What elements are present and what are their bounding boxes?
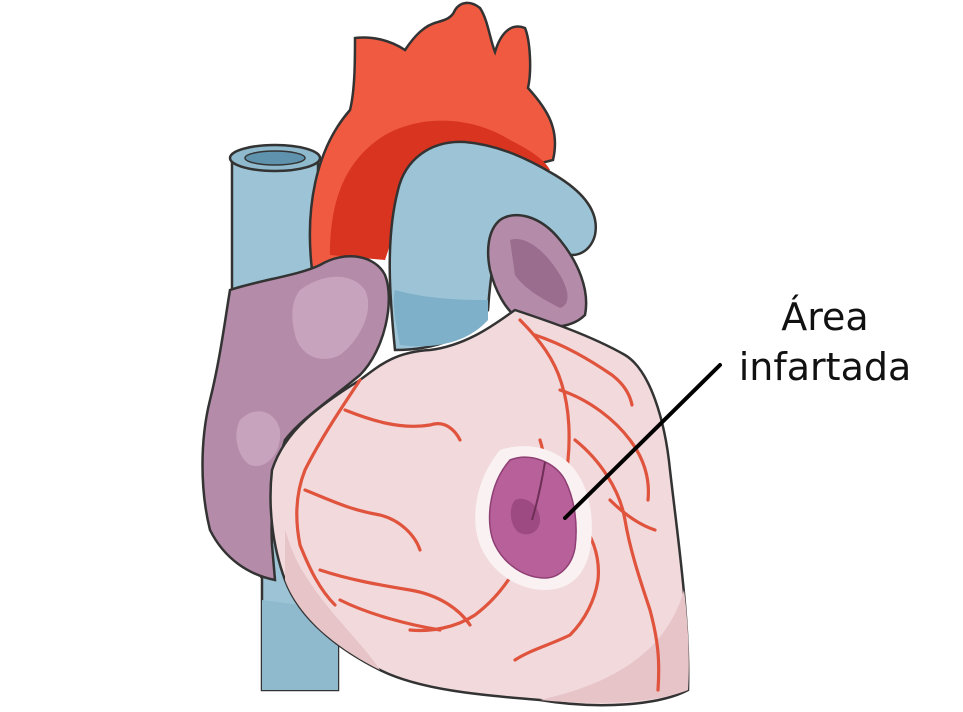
annotation-label-line1: Área bbox=[781, 295, 868, 339]
annotation-label-line2: infartada bbox=[739, 345, 912, 389]
annotation-pointer-line bbox=[563, 363, 722, 520]
infarcted-area bbox=[488, 456, 577, 579]
left-atrium bbox=[486, 213, 588, 329]
